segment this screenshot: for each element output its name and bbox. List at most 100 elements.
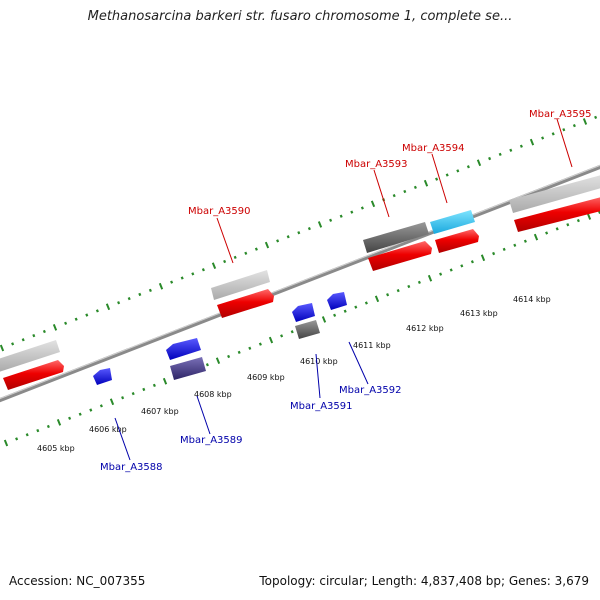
gene-label-reverse[interactable]: Mbar_A3592 (339, 385, 402, 396)
minor-tick (89, 408, 93, 412)
minor-tick (286, 235, 290, 239)
gene-reverse-arrow (327, 292, 347, 310)
scale-label: 4612 kbp (406, 324, 444, 333)
minor-tick (205, 363, 209, 367)
minor-tick (95, 309, 99, 313)
minor-tick (509, 148, 513, 152)
minor-tick (513, 243, 517, 247)
forward-gene-labels: Mbar_A3590 Mbar_A3593 Mbar_A3594 Mbar_A3… (188, 109, 592, 217)
minor-tick (248, 346, 252, 350)
scale-label: 4610 kbp (300, 357, 338, 366)
minor-tick (396, 288, 400, 293)
major-tick (52, 324, 58, 331)
minor-tick (170, 280, 174, 284)
minor-tick (307, 226, 311, 231)
minor-tick (191, 272, 195, 276)
gene-forward-arrow (514, 197, 600, 232)
gene-reverse-arrow (166, 338, 201, 360)
minor-tick (541, 136, 545, 140)
forward-label-leaders (216, 118, 573, 264)
major-tick (423, 179, 429, 187)
minor-tick (148, 288, 152, 293)
major-tick (374, 295, 380, 303)
map-title: Methanosarcina barkeri str. fusaro chrom… (87, 9, 513, 24)
gene-label-forward[interactable]: Mbar_A3590 (188, 206, 251, 217)
minor-tick (152, 383, 156, 388)
major-tick (105, 303, 111, 311)
gene-label-forward[interactable]: Mbar_A3593 (345, 159, 408, 170)
minor-tick (131, 391, 135, 396)
gene-label-forward[interactable]: Mbar_A3595 (529, 109, 592, 120)
minor-tick (254, 247, 258, 251)
minor-tick (456, 169, 460, 173)
minor-tick (78, 412, 82, 416)
minor-tick (445, 173, 449, 177)
minor-tick (523, 239, 527, 243)
major-tick (427, 274, 433, 282)
feature-light-bar (509, 175, 600, 213)
major-tick (529, 138, 535, 146)
scale-label: 4606 kbp (89, 425, 127, 434)
minor-tick (258, 342, 262, 346)
minor-tick (360, 206, 364, 210)
feature-light-bar (211, 270, 270, 300)
minor-tick (364, 301, 368, 305)
minor-tick (562, 128, 566, 132)
minor-tick (32, 333, 36, 338)
minor-tick (576, 218, 580, 223)
minor-tick (350, 210, 354, 214)
minor-tick (566, 223, 570, 227)
gene-label-reverse[interactable]: Mbar_A3588 (100, 462, 163, 473)
minor-tick (42, 329, 46, 334)
minor-tick (85, 313, 89, 317)
minor-tick (551, 132, 555, 136)
minor-tick (21, 338, 25, 342)
major-tick (109, 398, 115, 406)
gene-reverse-arrow (292, 303, 315, 322)
minor-tick (117, 301, 121, 305)
minor-tick (280, 334, 284, 338)
minor-tick (470, 260, 474, 264)
minor-tick (354, 305, 358, 309)
minor-tick (276, 239, 280, 243)
major-tick (582, 118, 588, 125)
minor-tick (180, 276, 184, 280)
minor-tick (36, 428, 40, 433)
minor-tick (142, 387, 146, 392)
scale-label: 4614 kbp (513, 295, 551, 304)
major-tick (586, 213, 592, 220)
gene-label-forward[interactable]: Mbar_A3594 (402, 143, 465, 154)
gene-label-reverse[interactable]: Mbar_A3591 (290, 401, 353, 412)
major-tick (215, 357, 221, 364)
gene-reverse-highlight-bar (170, 357, 206, 380)
minor-tick (237, 350, 241, 355)
major-tick (158, 282, 164, 290)
minor-tick (68, 416, 72, 420)
minor-tick (545, 231, 549, 235)
minor-tick (11, 342, 15, 346)
minor-tick (99, 404, 103, 408)
reverse-gene-labels: Mbar_A3588 Mbar_A3589 Mbar_A3591 Mbar_A3… (100, 385, 402, 473)
gene-label-reverse[interactable]: Mbar_A3589 (180, 435, 243, 446)
minor-tick (498, 152, 502, 157)
major-tick (370, 200, 376, 208)
minor-tick (329, 218, 333, 222)
minor-tick (244, 251, 248, 255)
scale-label: 4611 kbp (353, 341, 391, 350)
scale-label: 4609 kbp (247, 373, 285, 382)
gene-forward-highlight-bar (430, 210, 475, 234)
major-tick (480, 254, 486, 262)
minor-tick (466, 165, 470, 169)
minor-tick (417, 280, 421, 285)
minor-tick (127, 296, 131, 301)
minor-tick (233, 255, 237, 260)
minor-tick (121, 396, 125, 400)
minor-tick (572, 123, 576, 128)
major-tick (317, 221, 323, 228)
minor-tick (449, 268, 453, 272)
gene-forward-arrow (3, 360, 64, 390)
minor-tick (15, 437, 19, 441)
major-tick (56, 419, 62, 426)
major-tick (264, 241, 270, 249)
